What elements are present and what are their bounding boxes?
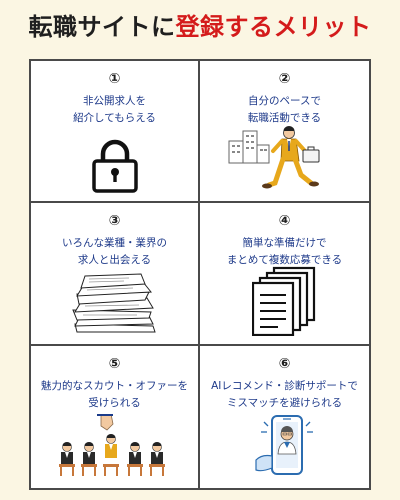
benefit-number: ④ <box>278 213 291 230</box>
benefits-grid: ① 非公開求人を 紹介してもらえる ② 自分のペースで 転職活動できる <box>29 59 371 490</box>
paper-stack-icon <box>71 273 156 333</box>
benefit-text: 自分のペースで 転職活動できる <box>247 95 322 124</box>
benefit-card-2: ② 自分のペースで 転職活動できる <box>200 61 369 204</box>
benefit-text: 魅力的なスカウト・オファーを 受けられる <box>41 379 188 409</box>
walking-businessman-icon <box>228 126 319 189</box>
benefit-text: AIレコメンド・診断サポートで ミスマッチを避けられる <box>211 379 358 409</box>
benefit-text: いろんな業種・業界の 求人と出会える <box>62 237 167 267</box>
benefit-number: ② <box>278 71 291 87</box>
benefit-number: ⑤ <box>108 355 121 372</box>
title-part-1: 転職サイトに <box>28 13 176 41</box>
benefit-card-1: ① 非公開求人を 紹介してもらえる <box>31 61 200 204</box>
benefit-card-6: ⑥ AIレコメンド・診断サポートで ミスマッチを避けられる <box>200 346 369 488</box>
page-title: 転職サイトに登録するメリット <box>0 10 400 44</box>
hand-picking-candidate-icon <box>58 413 165 476</box>
benefit-text: 非公開求人を 紹介してもらえる <box>73 95 156 124</box>
benefit-card-3: ③ いろんな業種・業界の 求人と出会える <box>31 203 200 346</box>
benefit-number: ③ <box>108 213 121 230</box>
padlock-icon <box>91 140 138 194</box>
title-part-2: 登録するメリット <box>175 13 372 41</box>
benefit-number: ① <box>108 71 121 87</box>
benefit-number: ⑥ <box>278 355 291 372</box>
documents-icon <box>251 266 315 336</box>
benefit-text: 簡単な準備だけで まとめて複数応募できる <box>226 237 343 267</box>
benefit-card-4: ④ 簡単な準備だけで まとめて複数応募できる <box>200 203 369 346</box>
smartphone-advisor-icon <box>254 414 313 475</box>
benefit-card-5: ⑤ 魅力的なスカウト・オファーを 受けられる <box>31 345 200 488</box>
